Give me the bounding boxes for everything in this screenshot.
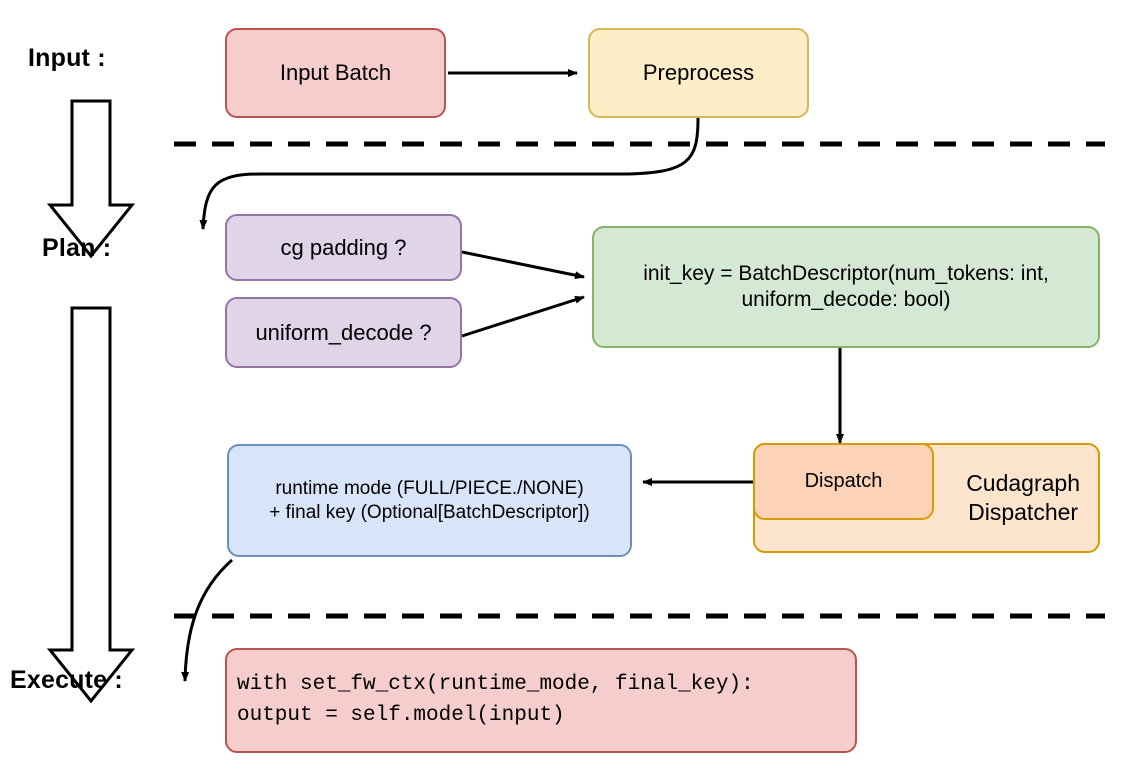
node-runtime-mode[interactable]: runtime mode (FULL/PIECE./NONE) + final … xyxy=(227,444,632,557)
stage-label-input: Input : xyxy=(28,44,106,72)
node-dispatch[interactable]: Dispatch xyxy=(753,443,934,520)
input-to-plan-big-arrow xyxy=(46,99,136,259)
stage-label-execute: Execute : xyxy=(10,666,123,694)
node-preprocess[interactable]: Preprocess xyxy=(588,28,809,118)
uniform-decode-to-init-key-arrow xyxy=(461,295,585,338)
node-execute-code[interactable]: with set_fw_ctx(runtime_mode, final_key)… xyxy=(225,648,857,753)
plan-to-execute-big-arrow xyxy=(46,306,136,704)
node-init-key[interactable]: init_key = BatchDescriptor(num_tokens: i… xyxy=(592,226,1100,348)
node-input-batch[interactable]: Input Batch xyxy=(225,28,446,118)
cg-padding-to-init-key-arrow xyxy=(461,250,585,280)
node-cg-padding[interactable]: cg padding ? xyxy=(225,214,462,281)
stage-label-plan: Plan : xyxy=(42,234,112,262)
node-uniform-decode[interactable]: uniform_decode ? xyxy=(225,297,462,368)
preprocess-to-cg-padding-arrow xyxy=(199,117,700,230)
